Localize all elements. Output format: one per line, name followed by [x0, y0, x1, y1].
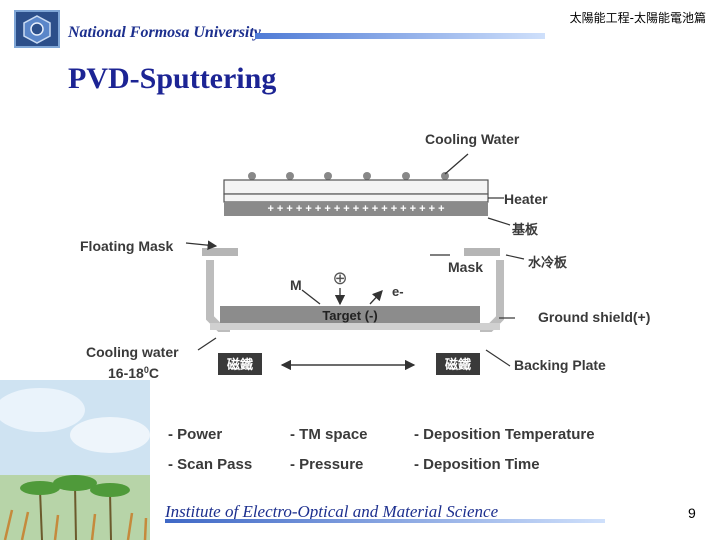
param-tm-space: - TM space: [290, 426, 368, 443]
label-ground-shield: Ground shield(+): [538, 309, 650, 325]
label-cooling-water-temp: Cooling water: [86, 344, 179, 360]
label-metal: M: [290, 277, 302, 293]
label-temp-range: 16-180C: [108, 365, 159, 381]
param-deposition-temperature: - Deposition Temperature: [414, 426, 595, 443]
institute-name: Institute of Electro-Optical and Materia…: [165, 502, 499, 521]
param-deposition-time: - Deposition Time: [414, 456, 540, 473]
floating-mask-left: [202, 248, 238, 256]
label-substrate: 基板: [511, 222, 539, 238]
substrate-bar: [224, 202, 488, 216]
label-backing-plate: Backing Plate: [514, 357, 606, 373]
university-logo: [14, 10, 60, 48]
label-cold-plate: 水冷板: [528, 255, 568, 271]
param-power: - Power: [168, 426, 223, 443]
heater-plate-top: [223, 179, 489, 195]
university-name: National Formosa University: [68, 24, 261, 41]
label-electron: e-: [392, 284, 404, 299]
cooling-water-dots: [248, 172, 449, 180]
label-heater: Heater: [504, 191, 548, 207]
footer-accent-bar: [165, 519, 605, 523]
target-plate: [220, 306, 480, 323]
magnet-label-left: 磁鐵: [227, 357, 253, 373]
ion-symbol: ⊕: [332, 268, 347, 289]
course-title: 太陽能工程-太陽能電池篇: [569, 11, 706, 25]
header-accent-bar: [255, 33, 545, 39]
param-scan-pass: - Scan Pass: [168, 456, 253, 473]
decorative-palm-image: [0, 380, 150, 540]
slide-title: PVD-Sputtering: [68, 62, 277, 95]
plus-row: + + + + + + + + + + + + + + + + + + +: [267, 203, 444, 215]
label-target: Target (-): [322, 308, 377, 323]
label-mask: Mask: [448, 259, 483, 275]
floating-mask-right: [464, 248, 500, 256]
param-pressure: - Pressure: [290, 456, 364, 473]
label-cooling-water: Cooling Water: [425, 131, 520, 147]
page-number: 9: [688, 505, 696, 521]
heater-plate: [223, 193, 489, 203]
label-floating-mask: Floating Mask: [80, 238, 174, 254]
sputtering-diagram: + + + + + + + + + + + + + + + + + + + ⊕ …: [80, 131, 650, 381]
magnet-right: [436, 353, 480, 375]
magnet-label-right: 磁鐵: [445, 357, 471, 373]
magnet-left: [218, 353, 262, 375]
